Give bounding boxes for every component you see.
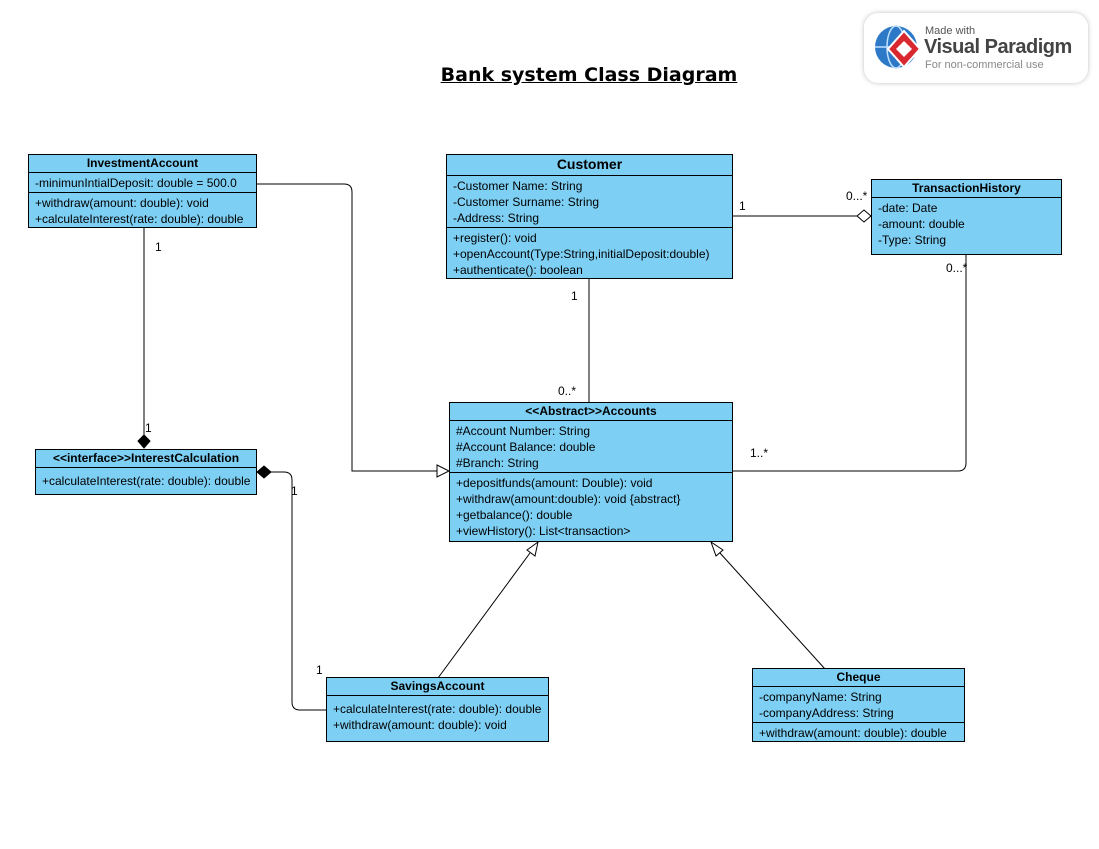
class-name: TransactionHistory <box>872 180 1061 198</box>
attribute: -companyName: String <box>759 690 882 704</box>
class-name: <<interface>>InterestCalculation <box>36 450 256 468</box>
multiplicity-label: 1 <box>739 199 746 213</box>
attributes-section: -minimunIntialDeposit: double = 500.0 <box>29 173 256 192</box>
multiplicity-label: 1 <box>316 663 323 677</box>
attributes-section: -date: Date -amount: double -Type: Strin… <box>872 198 1061 249</box>
attribute: #Account Number: String <box>456 424 591 438</box>
multiplicity-label: 0...* <box>946 261 968 275</box>
method: +authenticate(): boolean <box>453 263 583 277</box>
generalization-cheque-to-accounts <box>719 552 826 670</box>
generalization-arrowhead <box>710 540 724 557</box>
class-interest-calculation[interactable]: <<interface>>InterestCalculation +calcul… <box>35 449 257 495</box>
method: +register(): void <box>453 231 537 245</box>
watermark-made-with: Made with <box>925 25 976 37</box>
watermark-note: For non-commercial use <box>925 59 1044 71</box>
method: +calculateInterest(rate: double): double <box>42 474 251 488</box>
attribute: -minimunIntialDeposit: double = 500.0 <box>35 176 237 190</box>
class-name: Cheque <box>753 669 964 687</box>
methods-section: +calculateInterest(rate: double): double <box>36 468 256 490</box>
method: +openAccount(Type:String,initialDeposit:… <box>453 247 710 261</box>
methods-section: +withdraw(amount: double): void +calcula… <box>29 192 256 228</box>
diagram-title: Bank system Class Diagram <box>440 64 738 86</box>
composition-interest-savings <box>270 471 326 711</box>
attribute: -Customer Name: String <box>453 179 583 193</box>
method: +withdraw(amount: double): double <box>759 726 947 740</box>
generalization-arrowhead <box>526 540 539 557</box>
class-name: SavingsAccount <box>327 678 548 696</box>
class-customer[interactable]: Customer -Customer Name: String -Custome… <box>446 154 733 279</box>
method: +viewHistory(): List<transaction> <box>456 524 631 538</box>
methods-section: +depositfunds(amount: Double): void +wit… <box>450 472 732 540</box>
attributes-section: #Account Number: String #Account Balance… <box>450 421 732 472</box>
multiplicity-label: 0...* <box>846 189 868 203</box>
class-name: Customer <box>447 155 732 176</box>
method: +withdraw(amount: double): void <box>333 718 507 732</box>
method: +withdraw(amount: double): void <box>35 196 209 210</box>
attribute: #Account Balance: double <box>456 440 596 454</box>
method: +calculateInterest(rate: double): double <box>35 212 244 226</box>
method: +calculateInterest(rate: double): double <box>333 702 542 716</box>
attribute: -amount: double <box>878 217 965 231</box>
watermark-brand: Visual Paradigm <box>924 36 1072 58</box>
attribute: -Type: String <box>878 233 947 247</box>
composition-diamond <box>256 465 272 479</box>
multiplicity-label: 0..* <box>558 384 577 398</box>
class-transaction-history[interactable]: TransactionHistory -date: Date -amount: … <box>871 179 1062 255</box>
class-name: InvestmentAccount <box>29 155 256 173</box>
multiplicity-label: 1 <box>571 289 578 303</box>
multiplicity-label: 1 <box>155 240 162 254</box>
class-investment-account[interactable]: InvestmentAccount -minimunIntialDeposit:… <box>28 154 257 228</box>
attributes-section: -Customer Name: String -Customer Surname… <box>447 176 732 227</box>
attribute: -Customer Surname: String <box>453 195 600 209</box>
association-transaction-accounts <box>733 254 967 472</box>
attributes-section: -companyName: String -companyAddress: St… <box>753 687 964 722</box>
method: +withdraw(amount:double): void {abstract… <box>456 492 681 506</box>
visual-paradigm-logo-icon <box>875 25 922 69</box>
attribute: #Branch: String <box>456 456 539 470</box>
composition-diamond <box>137 434 151 449</box>
multiplicity-label: 1 <box>145 421 152 435</box>
methods-section: +register(): void +openAccount(Type:Stri… <box>447 227 732 279</box>
class-accounts[interactable]: <<Abstract>>Accounts #Account Number: St… <box>449 402 733 542</box>
class-name: <<Abstract>>Accounts <box>450 403 732 421</box>
attribute: -companyAddress: String <box>759 706 894 720</box>
multiplicity-label: 1 <box>291 484 298 498</box>
methods-section: +withdraw(amount: double): double <box>753 722 964 742</box>
attribute: -Address: String <box>453 211 540 225</box>
method: +depositfunds(amount: Double): void <box>456 476 653 490</box>
method: +getbalance(): double <box>456 508 573 522</box>
methods-section: +calculateInterest(rate: double): double… <box>327 696 548 734</box>
class-cheque[interactable]: Cheque -companyName: String -companyAddr… <box>752 668 965 742</box>
generalization-investment-to-accounts <box>257 183 437 472</box>
watermark-badge: Made with Visual Paradigm For non-commer… <box>864 13 1088 83</box>
generalization-savings-to-accounts <box>437 552 531 679</box>
attribute: -date: Date <box>878 201 938 215</box>
multiplicity-label: 1..* <box>750 446 769 460</box>
generalization-arrowhead <box>436 464 451 478</box>
class-savings-account[interactable]: SavingsAccount +calculateInterest(rate: … <box>326 677 549 742</box>
aggregation-diamond <box>856 209 872 223</box>
